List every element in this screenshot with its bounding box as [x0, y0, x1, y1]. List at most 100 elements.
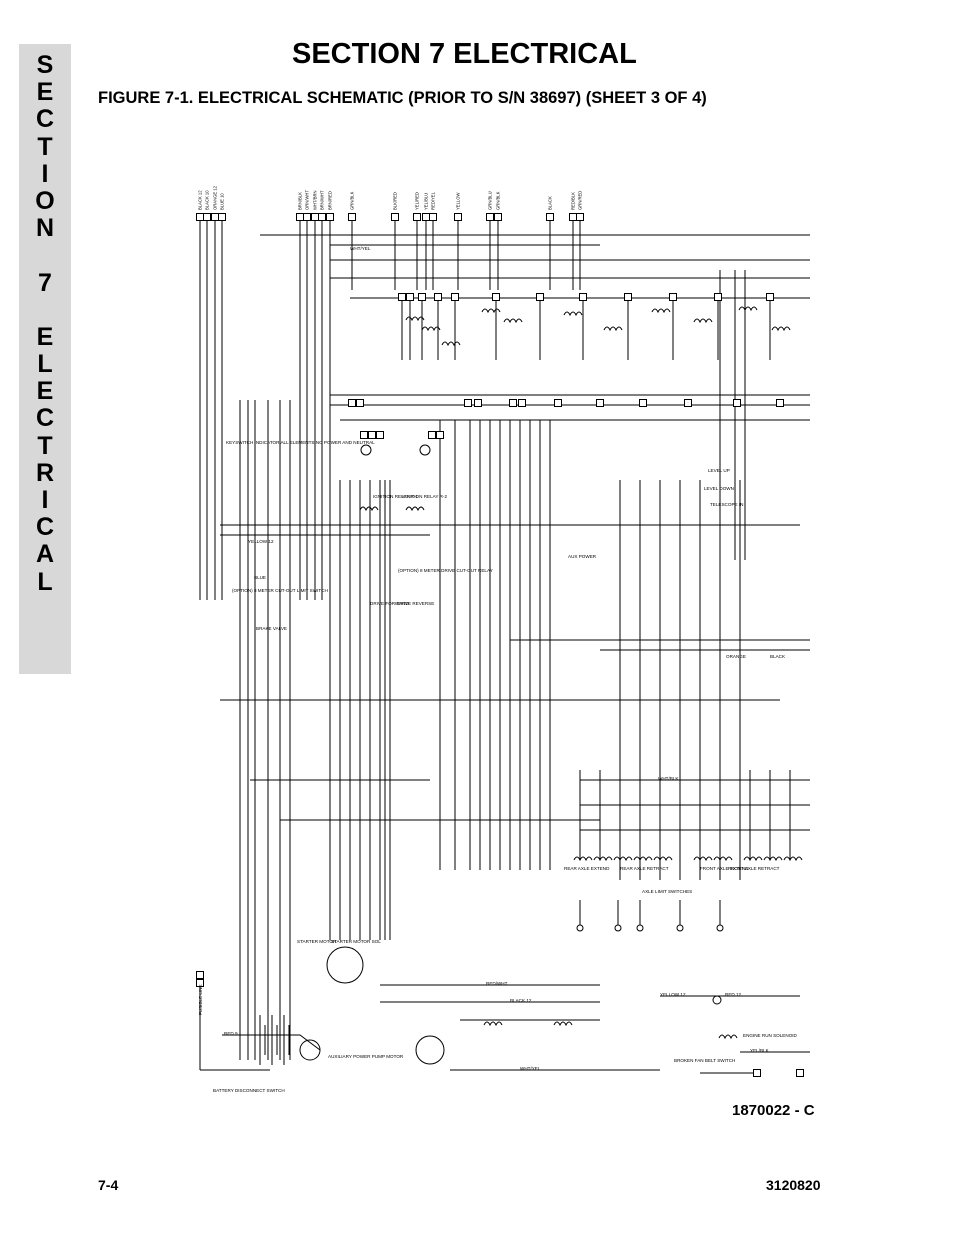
side-tab-letter: 7	[38, 268, 52, 297]
black-wire-label: BLACK	[770, 654, 786, 659]
terminal	[376, 431, 384, 439]
orange-wire-label: ORANGE	[726, 654, 746, 659]
limit-switch	[636, 924, 644, 932]
blue-wire-label: BLUE	[254, 575, 266, 580]
terminal	[398, 293, 406, 301]
terminal	[356, 399, 364, 407]
terminal	[391, 213, 399, 221]
drive-forward-label: DRIVE FORWARD	[370, 601, 409, 606]
figure-title: FIGURE 7-1. ELECTRICAL SCHEMATIC (PRIOR …	[98, 89, 707, 107]
relay-coil	[405, 506, 425, 512]
side-tab-letter: C	[35, 404, 55, 433]
ignition-relay-1-label: IGNITION RELAY R-1	[373, 494, 418, 499]
relay-contact	[360, 444, 372, 456]
terminal	[714, 293, 722, 301]
terminal	[428, 431, 436, 439]
terminal	[429, 213, 437, 221]
terminal	[368, 431, 376, 439]
starter-motor	[326, 946, 364, 984]
rear-axle-extend-label: REAR AXLE EXTEND	[564, 866, 610, 871]
keyswitch-label: KEYSWITCH INDICATOR ALL ELEMENTS NO POWE…	[226, 440, 375, 445]
section-title: SECTION 7 ELECTRICAL	[292, 38, 637, 70]
top-wire-label: GRN/BLK	[496, 191, 501, 210]
terminal	[360, 431, 368, 439]
wht-yel-label: WHT/YEL	[520, 1066, 541, 1071]
terminal	[211, 213, 219, 221]
brake-valve-label: BRAKE VALVE	[256, 626, 287, 631]
relay-coil	[593, 856, 613, 862]
broken-fan-belt-label: BROKEN FAN BELT SWITCH	[674, 1058, 735, 1063]
side-tab-letter: T	[37, 431, 53, 460]
red-12-label: RED 12	[725, 992, 742, 997]
level-down-label: LEVEL DOWN	[704, 486, 734, 491]
wht-blk-label: WHT/BLK	[658, 776, 679, 781]
terminal	[413, 213, 421, 221]
terminal	[753, 1069, 761, 1077]
terminal	[451, 293, 459, 301]
relay-coil	[653, 856, 673, 862]
top-wire-label: BRN/WHT	[320, 190, 325, 210]
relay-coil	[783, 856, 803, 862]
side-tab-letter: A	[35, 540, 55, 569]
meter-cutout-label: (OPTION) 8 METER CUT-OUT LIMIT SWITCH	[232, 588, 328, 593]
terminal	[311, 213, 319, 221]
side-tab-letter: N	[35, 214, 55, 243]
alternator	[415, 1035, 445, 1065]
drawing-number: 1870022 - C	[732, 1102, 815, 1119]
relay-coil	[651, 308, 671, 314]
relay-coil	[359, 506, 379, 512]
red-9-label: RED 9	[224, 1031, 238, 1036]
relay-coil	[503, 318, 523, 324]
axle-limit-label: AXLE LIMIT SWITCHES	[642, 889, 692, 894]
relay-coil	[763, 856, 783, 862]
top-wire-label: BLACK 12	[198, 190, 203, 210]
relay-coil	[481, 308, 501, 314]
top-wire-label: YEL/BLU	[424, 193, 429, 210]
side-tab-letter: E	[36, 377, 54, 406]
terminal-layer	[196, 213, 804, 1077]
top-wire-label: BLACK	[548, 196, 553, 210]
wire-layer	[199, 221, 810, 1074]
wht-yel-top-label: WHT/YEL	[350, 246, 371, 251]
terminal	[436, 431, 444, 439]
relay-coil	[713, 856, 733, 862]
starter-solenoid-label: STARTER MOTOR SOL	[331, 939, 381, 944]
rear-axle-retract-label: REAR AXLE RETRACT	[620, 866, 669, 871]
terminal	[796, 1069, 804, 1077]
top-wire-label: ORN/WHT	[305, 190, 310, 210]
circuit-breaker	[712, 995, 722, 1005]
side-tab-letter: C	[35, 105, 55, 134]
top-wire-label: RED/BLK	[571, 192, 576, 210]
section-side-tab: S E C T I O N 7 E L E C T R I C A L	[19, 44, 71, 674]
relay-coil	[613, 856, 633, 862]
terminal	[418, 293, 426, 301]
terminal	[348, 399, 356, 407]
side-tab-letter: L	[37, 350, 53, 379]
terminal	[569, 213, 577, 221]
document-number: 3120820	[766, 1177, 821, 1193]
relay-coil	[603, 326, 623, 332]
terminal	[474, 399, 482, 407]
top-wire-label: GRN/BLU	[488, 191, 493, 210]
terminal	[492, 293, 500, 301]
page-number: 7-4	[98, 1177, 119, 1193]
relay-coil	[553, 1021, 573, 1027]
top-wire-label: YEL/RED	[415, 192, 420, 210]
terminal	[196, 971, 204, 979]
ignition-relay-2-label: IGNITION RELAY R-2	[402, 494, 447, 499]
front-axle-extend-label: FRONT AXLE EXTEND	[700, 866, 749, 871]
top-wire-label: ORANGE 12	[213, 185, 218, 210]
top-wire-label: BRN/BLK	[298, 192, 303, 210]
terminal	[196, 979, 204, 987]
side-tab-letter: L	[37, 567, 53, 596]
top-wire-label: BLUE 10	[220, 193, 225, 210]
terminal	[406, 293, 414, 301]
terminal	[546, 213, 554, 221]
terminal	[554, 399, 562, 407]
terminal	[536, 293, 544, 301]
yellow-12-wire-label: YELLOW 12	[248, 539, 274, 544]
terminal	[296, 213, 304, 221]
limit-switch	[614, 924, 622, 932]
limit-switch	[676, 924, 684, 932]
